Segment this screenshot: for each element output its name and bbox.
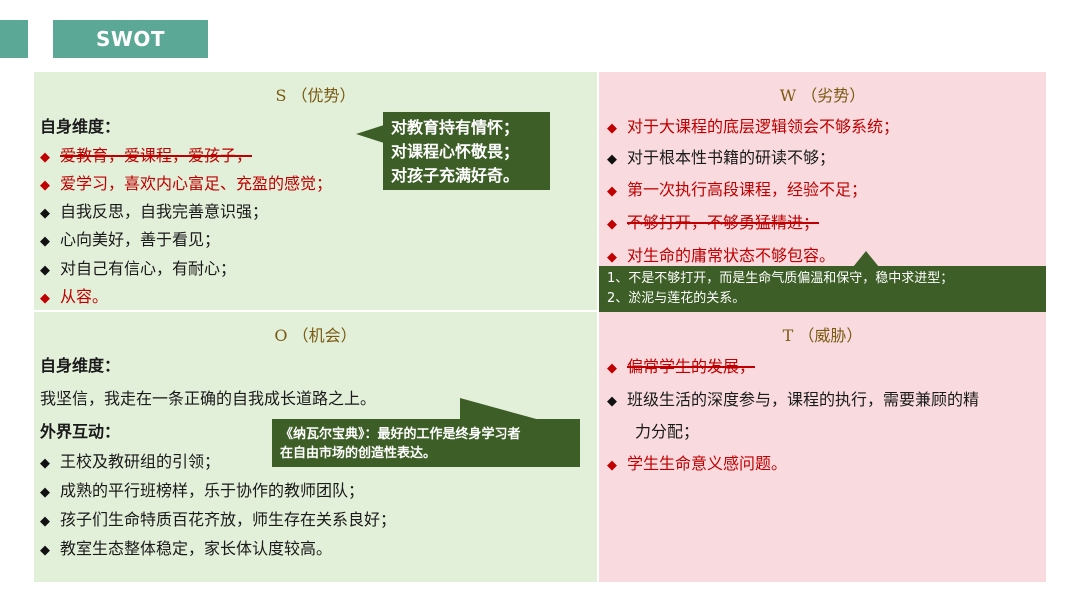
- diamond-bullet-icon: ◆: [40, 178, 50, 193]
- opportunities-heading-self: 自身维度：: [40, 356, 121, 375]
- opportunities-item: ◆王校及教研组的引领；: [40, 450, 220, 476]
- weaknesses-item: ◆对生命的庸常状态不够包容。: [607, 244, 835, 270]
- threats-item: ◆学生生命意义感问题。: [607, 452, 787, 478]
- threats-item-continuation: 力分配；: [635, 422, 700, 441]
- callout-line: 《纳瓦尔宝典》：最好的工作是终身学习者: [280, 427, 521, 442]
- diamond-bullet-icon: ◆: [607, 152, 617, 167]
- weaknesses-item: ◆第一次执行高段课程，经验不足；: [607, 178, 867, 204]
- opportunities-callout: 《纳瓦尔宝典》：最好的工作是终身学习者 在自由市场的创造性表达。: [272, 419, 580, 467]
- diamond-bullet-icon: ◆: [607, 361, 617, 376]
- diamond-bullet-icon: ◆: [607, 217, 617, 232]
- strengths-item: ◆自我反思，自我完善意识强；: [40, 200, 268, 226]
- opportunities-item: ◆教室生态整体稳定，家长体认度较高。: [40, 537, 332, 563]
- opportunities-self-text: 我坚信，我走在一条正确的自我成长道路之上。: [40, 389, 377, 408]
- strengths-panel: S （优势） 自身维度： ◆爱教育，爱课程，爱孩子， ◆爱学习，喜欢内心富足、充…: [34, 72, 597, 310]
- strengths-title: S （优势）: [275, 86, 356, 105]
- header-accent-bar: [0, 20, 28, 58]
- weaknesses-title: W （劣势）: [779, 86, 866, 105]
- diamond-bullet-icon: ◆: [40, 456, 50, 471]
- callout-line: 对课程心怀敬畏；: [391, 142, 520, 161]
- strengths-callout: 对教育持有情怀； 对课程心怀敬畏； 对孩子充满好奇。: [383, 112, 550, 190]
- weaknesses-callout-pointer: [853, 251, 879, 267]
- callout-line: 在自由市场的创造性表达。: [280, 446, 437, 461]
- diamond-bullet-icon: ◆: [607, 458, 617, 473]
- diamond-bullet-icon: ◆: [40, 291, 50, 306]
- threats-title: T （威胁）: [782, 326, 863, 345]
- diamond-bullet-icon: ◆: [40, 150, 50, 165]
- callout-line: 2、淤泥与莲花的关系。: [607, 291, 746, 306]
- diamond-bullet-icon: ◆: [607, 394, 617, 409]
- opportunities-heading-external: 外界互动：: [40, 422, 121, 441]
- opportunities-item: ◆孩子们生命特质百花齐放，师生存在关系良好；: [40, 508, 396, 534]
- strengths-callout-pointer: [356, 125, 384, 143]
- diamond-bullet-icon: ◆: [40, 543, 50, 558]
- weaknesses-item: ◆对于根本性书籍的研读不够；: [607, 146, 835, 172]
- strengths-item: ◆心向美好，善于看见；: [40, 228, 220, 254]
- threats-item: ◆班级生活的深度参与，课程的执行，需要兼顾的精: [607, 388, 979, 414]
- diamond-bullet-icon: ◆: [40, 234, 50, 249]
- diamond-bullet-icon: ◆: [607, 184, 617, 199]
- threats-panel: T （威胁） ◆偏常学生的发展， ◆班级生活的深度参与，课程的执行，需要兼顾的精…: [599, 312, 1046, 582]
- opportunities-title: O （机会）: [274, 326, 357, 345]
- diamond-bullet-icon: ◆: [40, 206, 50, 221]
- diamond-bullet-icon: ◆: [40, 263, 50, 278]
- callout-line: 对孩子充满好奇。: [391, 166, 520, 185]
- diamond-bullet-icon: ◆: [607, 121, 617, 136]
- weaknesses-callout: 1、不是不够打开，而是生命气质偏温和保守，稳中求进型； 2、淤泥与莲花的关系。: [599, 266, 1046, 312]
- strengths-item: ◆爱教育，爱课程，爱孩子，: [40, 144, 252, 170]
- callout-line: 1、不是不够打开，而是生命气质偏温和保守，稳中求进型；: [607, 271, 954, 286]
- diamond-bullet-icon: ◆: [40, 514, 50, 529]
- threats-item: ◆偏常学生的发展，: [607, 355, 755, 381]
- opportunities-item: ◆成熟的平行班榜样，乐于协作的教师团队；: [40, 479, 364, 505]
- callout-line: 对教育持有情怀；: [391, 118, 520, 137]
- strengths-item: ◆从容。: [40, 285, 108, 311]
- weaknesses-item: ◆不够打开，不够勇猛精进；: [607, 211, 819, 237]
- opportunities-callout-pointer: [460, 398, 540, 420]
- page-title: SWOT: [53, 20, 208, 58]
- weaknesses-item: ◆对于大课程的底层逻辑领会不够系统；: [607, 115, 899, 141]
- strengths-item: ◆对自己有信心，有耐心；: [40, 257, 236, 283]
- diamond-bullet-icon: ◆: [40, 485, 50, 500]
- strengths-heading: 自身维度：: [40, 117, 121, 136]
- strengths-item: ◆爱学习，喜欢内心富足、充盈的感觉；: [40, 172, 332, 198]
- diamond-bullet-icon: ◆: [607, 250, 617, 265]
